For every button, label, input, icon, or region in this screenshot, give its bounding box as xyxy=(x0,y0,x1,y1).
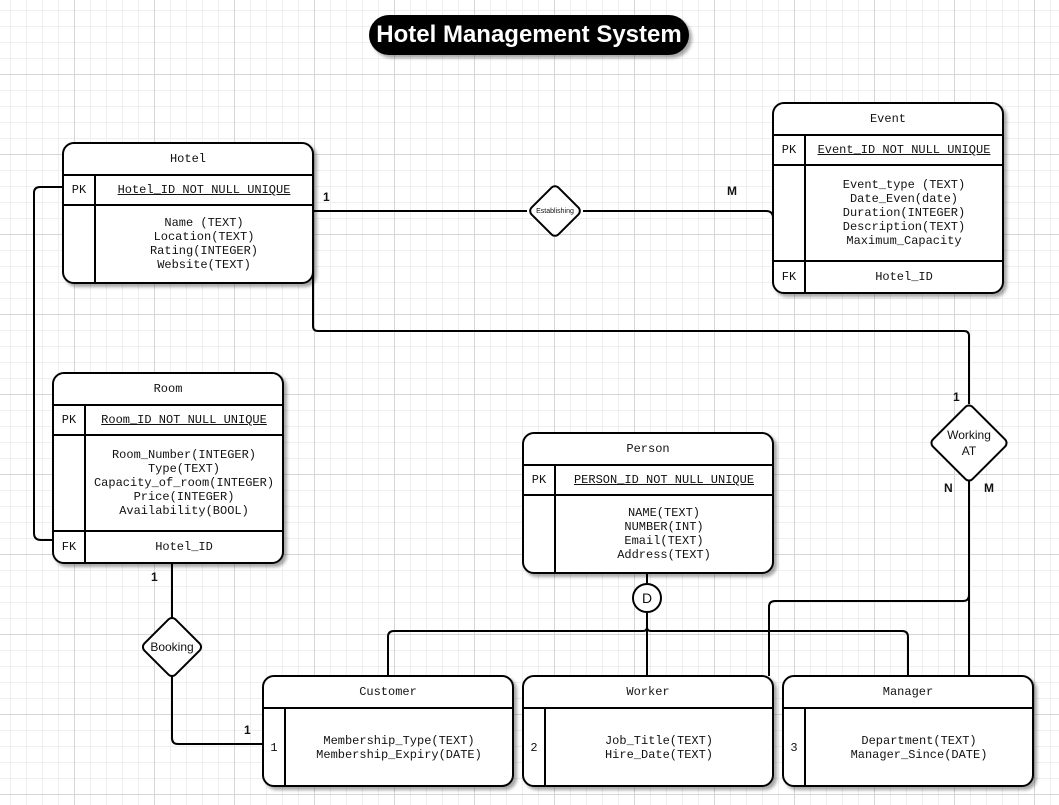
entity-title: Hotel xyxy=(64,144,312,176)
cardinality-label: M xyxy=(727,184,737,198)
attribute: Price(INTEGER) xyxy=(133,490,235,504)
pk-label: PK xyxy=(774,136,806,164)
attribute: Manager_Since(DATE) xyxy=(850,748,988,762)
attribute: Membership_Type(TEXT) xyxy=(323,734,475,748)
cardinality-label: M xyxy=(984,481,994,495)
attribute: Website(TEXT) xyxy=(157,258,251,272)
cardinality-label: 1 xyxy=(151,570,158,584)
relationship-establishing-label: Establishing xyxy=(536,207,574,215)
discriminator-key: 1 xyxy=(264,709,286,785)
foreign-key: Hotel_ID xyxy=(155,540,213,554)
pk-label: PK xyxy=(64,176,96,204)
entity-manager[interactable]: Manager 3 Department(TEXT) Manager_Since… xyxy=(782,675,1034,787)
primary-key-row: PK Event_ID NOT NULL UNIQUE xyxy=(774,136,1002,166)
pk-label: PK xyxy=(54,406,86,434)
diagram-title: Hotel Management System xyxy=(369,15,689,55)
entity-title: Manager xyxy=(784,677,1032,709)
entity-room[interactable]: Room PK Room_ID NOT NULL UNIQUE Room_Num… xyxy=(52,372,284,564)
relationship-booking-label: Booking xyxy=(150,640,194,654)
fk-label: FK xyxy=(54,532,86,562)
attribute: Job_Title(TEXT) xyxy=(604,734,714,748)
attribute: Address(TEXT) xyxy=(617,548,711,562)
attribute-row: 2 Job_Title(TEXT) Hire_Date(TEXT) xyxy=(524,709,772,785)
entity-person[interactable]: Person PK PERSON_ID NOT NULL UNIQUE NAME… xyxy=(522,432,774,574)
attribute: Location(TEXT) xyxy=(153,230,255,244)
entity-customer[interactable]: Customer 1 Membership_Type(TEXT) Members… xyxy=(262,675,514,787)
attribute: Type(TEXT) xyxy=(147,462,220,476)
attribute: NAME(TEXT) xyxy=(627,506,700,520)
attribute-row: 3 Department(TEXT) Manager_Since(DATE) xyxy=(784,709,1032,785)
entity-hotel[interactable]: Hotel PK Hotel_ID NOT NULL UNIQUE Name (… xyxy=(62,142,314,284)
entity-title: Person xyxy=(524,434,772,466)
attribute-row: Room_Number(INTEGER) Type(TEXT) Capacity… xyxy=(54,436,282,532)
entity-title: Worker xyxy=(524,677,772,709)
entity-event[interactable]: Event PK Event_ID NOT NULL UNIQUE Event_… xyxy=(772,102,1004,294)
foreign-key: Hotel_ID xyxy=(875,270,933,284)
attribute: Name (TEXT) xyxy=(164,216,244,230)
primary-key: PERSON_ID NOT NULL UNIQUE xyxy=(573,473,755,487)
cardinality-label: 1 xyxy=(244,723,251,737)
cardinality-label: N xyxy=(944,481,953,495)
attribute: Description(TEXT) xyxy=(842,220,966,234)
attribute-row: NAME(TEXT) NUMBER(INT) Email(TEXT) Addre… xyxy=(524,496,772,572)
attribute: Date_Even(date) xyxy=(849,192,959,206)
primary-key-row: PK PERSON_ID NOT NULL UNIQUE xyxy=(524,466,772,496)
attribute: Department(TEXT) xyxy=(861,734,977,748)
attribute: Room_Number(INTEGER) xyxy=(111,448,257,462)
foreign-key-row: FK Hotel_ID xyxy=(54,532,282,562)
attribute-row: Name (TEXT) Location(TEXT) Rating(INTEGE… xyxy=(64,206,312,282)
attribute: Event_type (TEXT) xyxy=(842,178,966,192)
primary-key: Hotel_ID NOT NULL UNIQUE xyxy=(117,183,291,197)
attribute: Rating(INTEGER) xyxy=(149,244,259,258)
attribute-row: Event_type (TEXT) Date_Even(date) Durati… xyxy=(774,166,1002,262)
discriminator-key: 2 xyxy=(524,709,546,785)
primary-key: Room_ID NOT NULL UNIQUE xyxy=(101,413,267,427)
attribute: Capacity_of_room(INTEGER) xyxy=(93,476,275,490)
entity-worker[interactable]: Worker 2 Job_Title(TEXT) Hire_Date(TEXT) xyxy=(522,675,774,787)
disjoint-specialization-circle: D xyxy=(632,583,662,613)
pk-label: PK xyxy=(524,466,556,494)
attribute: Duration(INTEGER) xyxy=(842,206,966,220)
entity-title: Customer xyxy=(264,677,512,709)
cardinality-label: 1 xyxy=(953,390,960,404)
entity-title: Event xyxy=(774,104,1002,136)
attribute: Hire_Date(TEXT) xyxy=(604,748,714,762)
attribute: NUMBER(INT) xyxy=(624,520,704,534)
attribute: Maximum_Capacity xyxy=(846,234,962,248)
primary-key-row: PK Hotel_ID NOT NULL UNIQUE xyxy=(64,176,312,206)
cardinality-label: 1 xyxy=(323,190,330,204)
foreign-key-row: FK Hotel_ID xyxy=(774,262,1002,292)
primary-key-row: PK Room_ID NOT NULL UNIQUE xyxy=(54,406,282,436)
fk-label: FK xyxy=(774,262,806,292)
attribute: Email(TEXT) xyxy=(624,534,704,548)
attribute: Membership_Expiry(DATE) xyxy=(316,748,482,762)
primary-key: Event_ID NOT NULL UNIQUE xyxy=(817,143,991,157)
relationship-working-at-label: Working AT xyxy=(947,428,991,458)
discriminator-key: 3 xyxy=(784,709,806,785)
attribute-row: 1 Membership_Type(TEXT) Membership_Expir… xyxy=(264,709,512,785)
attribute: Availability(BOOL) xyxy=(119,504,249,518)
entity-title: Room xyxy=(54,374,282,406)
